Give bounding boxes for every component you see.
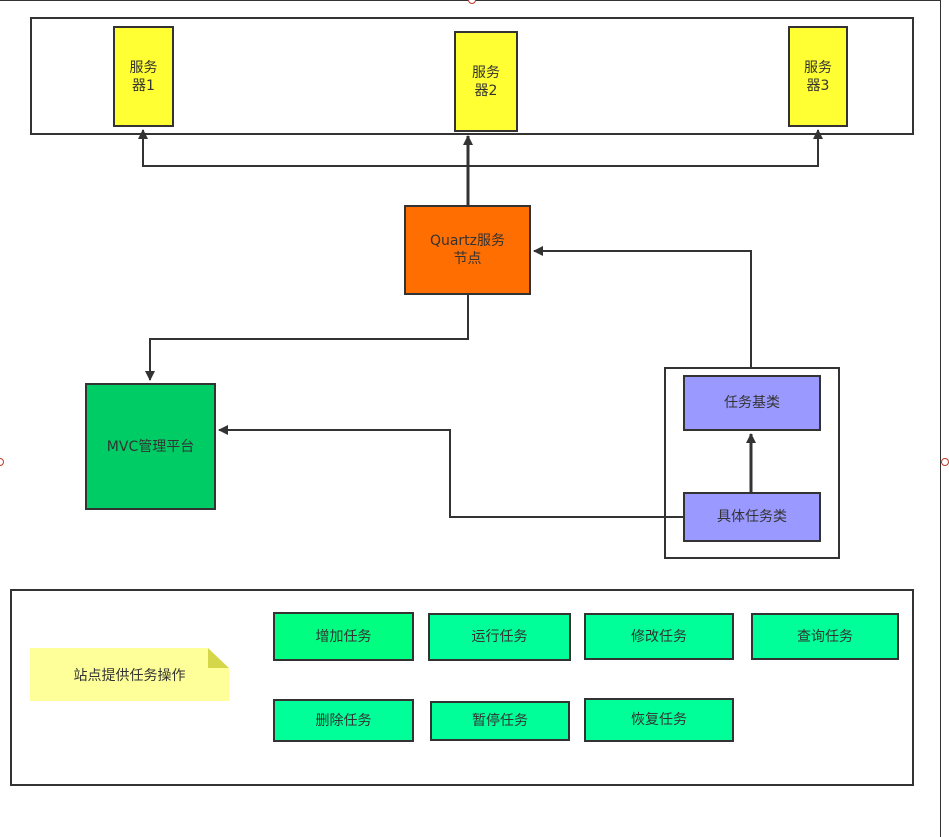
- quartz-service-node[interactable]: Quartz服务 节点: [404, 205, 531, 295]
- add-task-label: 增加任务: [315, 628, 372, 645]
- resume-task-label: 恢复任务: [631, 712, 687, 728]
- note-label: 站点提供任务操作: [73, 667, 186, 684]
- task-base-class-node[interactable]: 任务基类: [683, 375, 821, 431]
- note-fold-corner: [208, 648, 229, 668]
- server-2-label-line1: 服务: [472, 64, 500, 81]
- server-1-label-line2: 器1: [132, 77, 155, 94]
- pause-task-button[interactable]: 暂停任务: [430, 701, 570, 741]
- connector-concrete-to-mvc: [218, 425, 683, 518]
- server-2-label-line2: 器2: [474, 82, 498, 99]
- frame-right-border: [940, 0, 941, 837]
- modify-task-label: 修改任务: [631, 628, 687, 645]
- server-3-node[interactable]: 服务 器3: [788, 26, 848, 127]
- mvc-label: MVC管理平台: [106, 438, 195, 455]
- mvc-platform-node[interactable]: MVC管理平台: [85, 383, 216, 510]
- resume-task-button[interactable]: 恢复任务: [584, 698, 734, 742]
- delete-task-button[interactable]: 删除任务: [273, 699, 414, 742]
- modify-task-button[interactable]: 修改任务: [584, 613, 734, 660]
- server-2-node[interactable]: 服务 器2: [454, 31, 518, 132]
- operations-container[interactable]: [10, 589, 914, 786]
- quartz-label-line2: 节点: [453, 251, 482, 267]
- connector-quartz-to-mvc: [145, 295, 469, 381]
- query-task-label: 查询任务: [797, 628, 853, 645]
- task-class-container[interactable]: [664, 367, 840, 559]
- add-task-button[interactable]: 增加任务: [273, 612, 414, 661]
- run-task-button[interactable]: 运行任务: [428, 613, 571, 661]
- concrete-task-class-node[interactable]: 具体任务类: [683, 492, 821, 542]
- site-operations-note[interactable]: 站点提供任务操作: [30, 648, 229, 701]
- quartz-label-line1: Quartz服务: [429, 233, 506, 249]
- server-3-label-line2: 器3: [806, 77, 830, 94]
- server-1-label-line1: 服务: [129, 59, 158, 76]
- run-task-label: 运行任务: [471, 629, 528, 645]
- connector-bus-to-server1: [138, 129, 468, 167]
- connector-bus-to-server3: [468, 129, 823, 167]
- task-base-label: 任务基类: [724, 395, 780, 411]
- connector-taskbase-to-quartz: [533, 246, 752, 367]
- server-1-node[interactable]: 服务 器1: [113, 26, 174, 127]
- pause-task-label: 暂停任务: [472, 713, 528, 729]
- concrete-task-label: 具体任务类: [717, 509, 787, 525]
- server-3-label-line1: 服务: [804, 59, 832, 76]
- server-cluster-container[interactable]: [30, 17, 914, 135]
- delete-task-label: 删除任务: [315, 712, 372, 729]
- query-task-button[interactable]: 查询任务: [751, 613, 899, 660]
